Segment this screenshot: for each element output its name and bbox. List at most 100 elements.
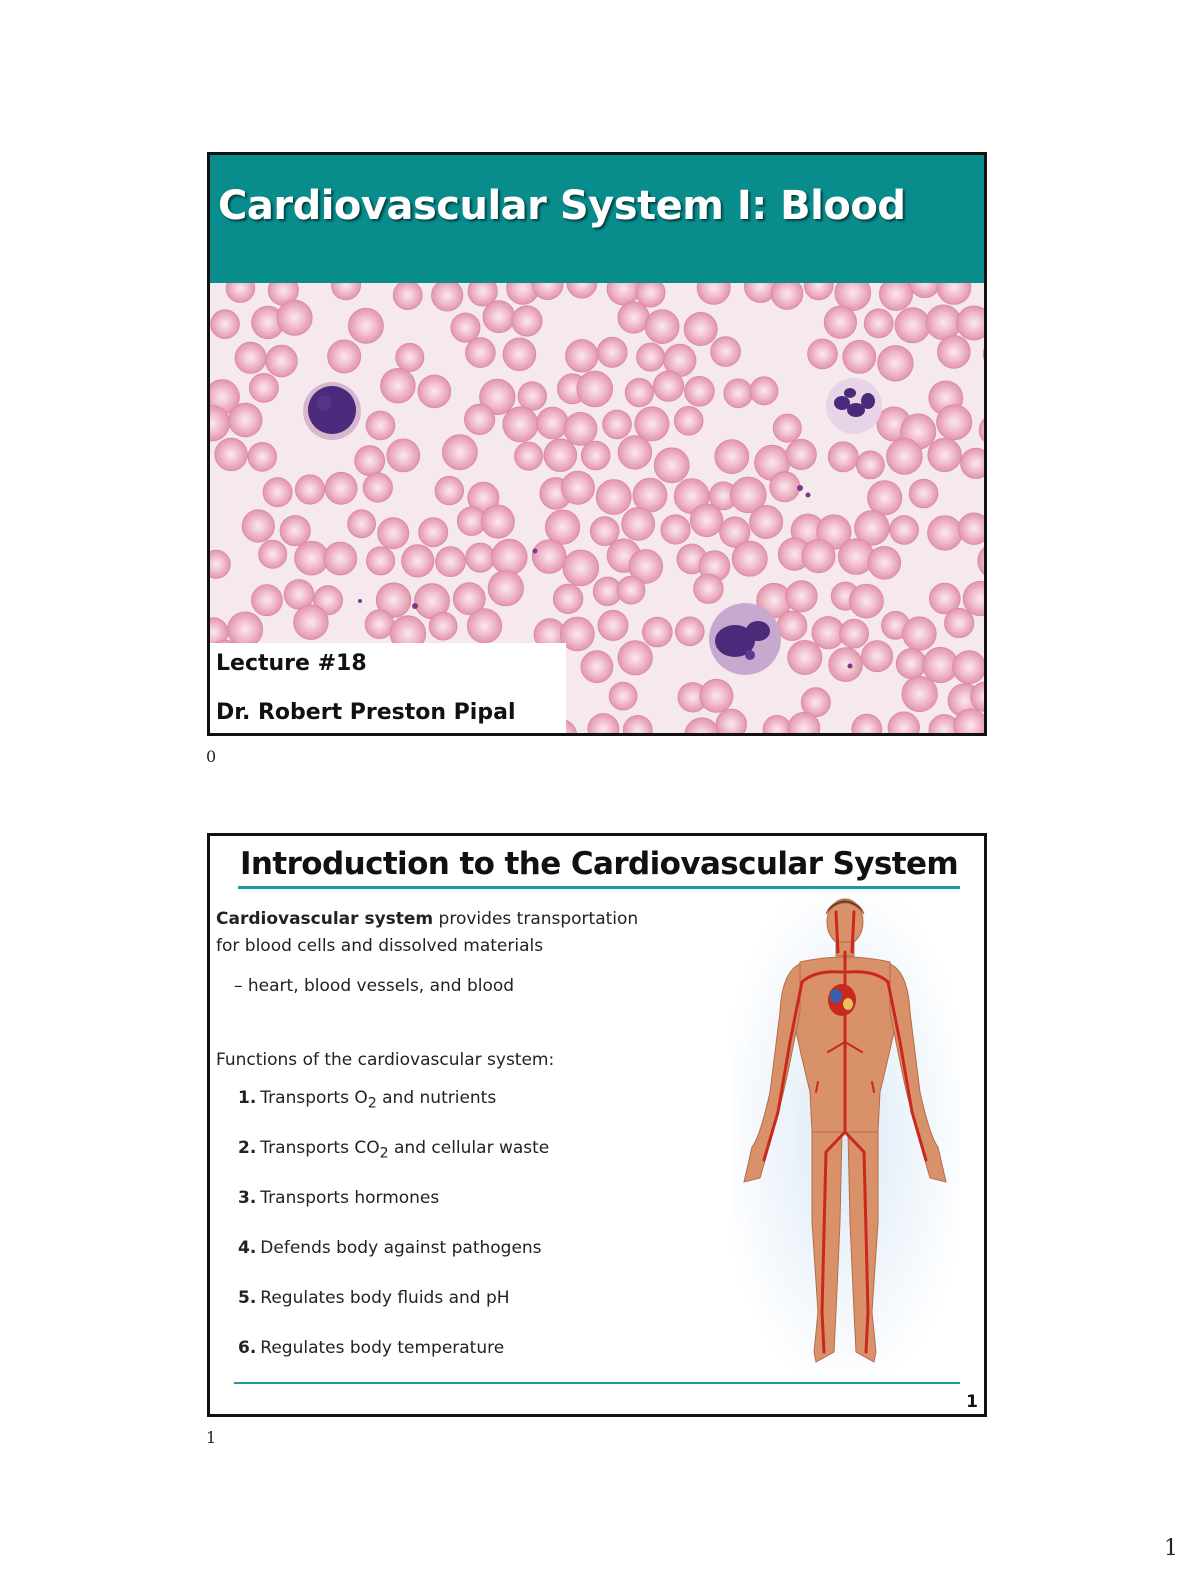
red-blood-cell [392, 283, 423, 310]
intro-text: provides transportation [433, 909, 639, 929]
red-blood-cell [684, 376, 715, 407]
red-blood-cell [258, 539, 288, 569]
red-blood-cell [247, 442, 278, 472]
red-blood-cell [386, 438, 421, 473]
red-blood-cell [552, 583, 584, 615]
red-blood-cell [502, 337, 537, 372]
red-blood-cell [696, 283, 731, 305]
red-blood-cell [641, 616, 673, 648]
red-blood-cell [536, 406, 569, 440]
slide-index-label: 1 [206, 1428, 217, 1447]
red-blood-cell [894, 307, 931, 344]
red-blood-cell [925, 304, 962, 341]
red-blood-cell [936, 283, 972, 305]
red-blood-cell [978, 418, 984, 442]
slide-body: Cardiovascular system provides transport… [216, 906, 716, 1388]
intro-paragraph: Cardiovascular system provides transport… [216, 906, 716, 960]
platelets [358, 485, 853, 669]
red-blood-cell [803, 283, 834, 301]
title-slide: Cardiovascular System I: Blood [207, 152, 987, 736]
red-blood-cell [879, 283, 913, 311]
red-blood-cell [683, 311, 718, 347]
red-blood-cell [770, 283, 804, 310]
red-blood-cell [674, 616, 705, 647]
red-blood-cell [377, 517, 410, 550]
components-subpoint: – heart, blood vessels, and blood [234, 976, 515, 996]
list-item: 2.Transports CO2 and cellular waste [238, 1138, 550, 1162]
red-blood-cell [982, 347, 984, 360]
red-blood-cell [636, 342, 666, 372]
red-blood-cell [228, 402, 263, 438]
red-blood-cell [362, 472, 393, 503]
red-blood-cell [616, 575, 646, 605]
red-blood-cell [710, 336, 741, 367]
lymphocyte-cell [303, 382, 361, 440]
red-blood-cell [580, 650, 614, 684]
red-blood-cell [480, 504, 515, 539]
red-blood-cell [731, 540, 768, 577]
red-blood-cell [479, 378, 516, 415]
red-blood-cell [800, 687, 831, 718]
red-blood-cell [621, 506, 656, 541]
red-blood-cell [464, 403, 496, 435]
red-blood-cell [624, 378, 654, 408]
red-blood-cell [293, 604, 329, 640]
red-blood-cell [563, 411, 598, 446]
intro-text-line2: for blood cells and dissolved materials [216, 936, 544, 956]
slide-number: 1 [966, 1392, 978, 1412]
red-blood-cell [962, 580, 984, 617]
red-blood-cell [785, 580, 818, 613]
red-blood-cell [622, 715, 653, 733]
red-blood-cell [366, 546, 396, 576]
intro-slide: Introduction to the Cardiovascular Syste… [207, 833, 987, 1417]
lecture-number: Lecture #18 [216, 651, 367, 676]
red-blood-cell [234, 341, 267, 374]
red-blood-cell [467, 283, 498, 307]
monocyte-cell [709, 603, 781, 675]
list-item: 4.Defends body against pathogens [238, 1238, 542, 1258]
slide-index-label: 0 [206, 747, 217, 766]
red-blood-cell [294, 474, 326, 505]
red-blood-cell [487, 570, 524, 607]
red-blood-cell [347, 509, 377, 539]
red-blood-cell [431, 283, 464, 312]
title-divider [238, 886, 960, 889]
list-item: 5.Regulates body fluids and pH [238, 1288, 510, 1308]
red-blood-cell [441, 434, 478, 471]
artery-network [762, 910, 928, 1354]
red-blood-cell [849, 583, 884, 619]
red-blood-cell [861, 640, 894, 673]
red-blood-cell [953, 708, 984, 733]
red-blood-cell [927, 515, 963, 551]
red-blood-cell [851, 713, 883, 733]
red-blood-cell [863, 308, 894, 339]
red-blood-cell [957, 512, 984, 545]
red-blood-cell [867, 480, 903, 516]
red-blood-cell [689, 503, 724, 537]
red-blood-cell [365, 410, 396, 441]
red-blood-cell [901, 675, 938, 713]
red-blood-cell [587, 713, 620, 733]
red-blood-cell [465, 337, 496, 368]
red-blood-cell [602, 409, 632, 440]
red-blood-cell [375, 582, 412, 618]
red-blood-cell [827, 441, 859, 473]
red-blood-cell [628, 549, 664, 584]
red-blood-cell [834, 283, 872, 311]
red-blood-cell [936, 404, 973, 441]
functions-heading: Functions of the cardiovascular system: [216, 1050, 555, 1070]
red-blood-cell [889, 515, 919, 545]
red-blood-cell [364, 609, 395, 640]
list-item: 6.Regulates body temperature [238, 1338, 505, 1358]
red-blood-cell [714, 439, 750, 475]
red-blood-cell [823, 305, 858, 339]
red-blood-cell [380, 367, 416, 404]
red-blood-cell [617, 640, 653, 676]
author-name: Dr. Robert Preston Pipal [216, 700, 516, 725]
red-blood-cell [772, 413, 802, 443]
intro-term: Cardiovascular system [216, 909, 434, 929]
red-blood-cell [617, 301, 650, 334]
slide-title: Cardiovascular System I: Blood [218, 183, 906, 229]
red-blood-cell [465, 542, 496, 573]
red-blood-cell [323, 541, 358, 576]
